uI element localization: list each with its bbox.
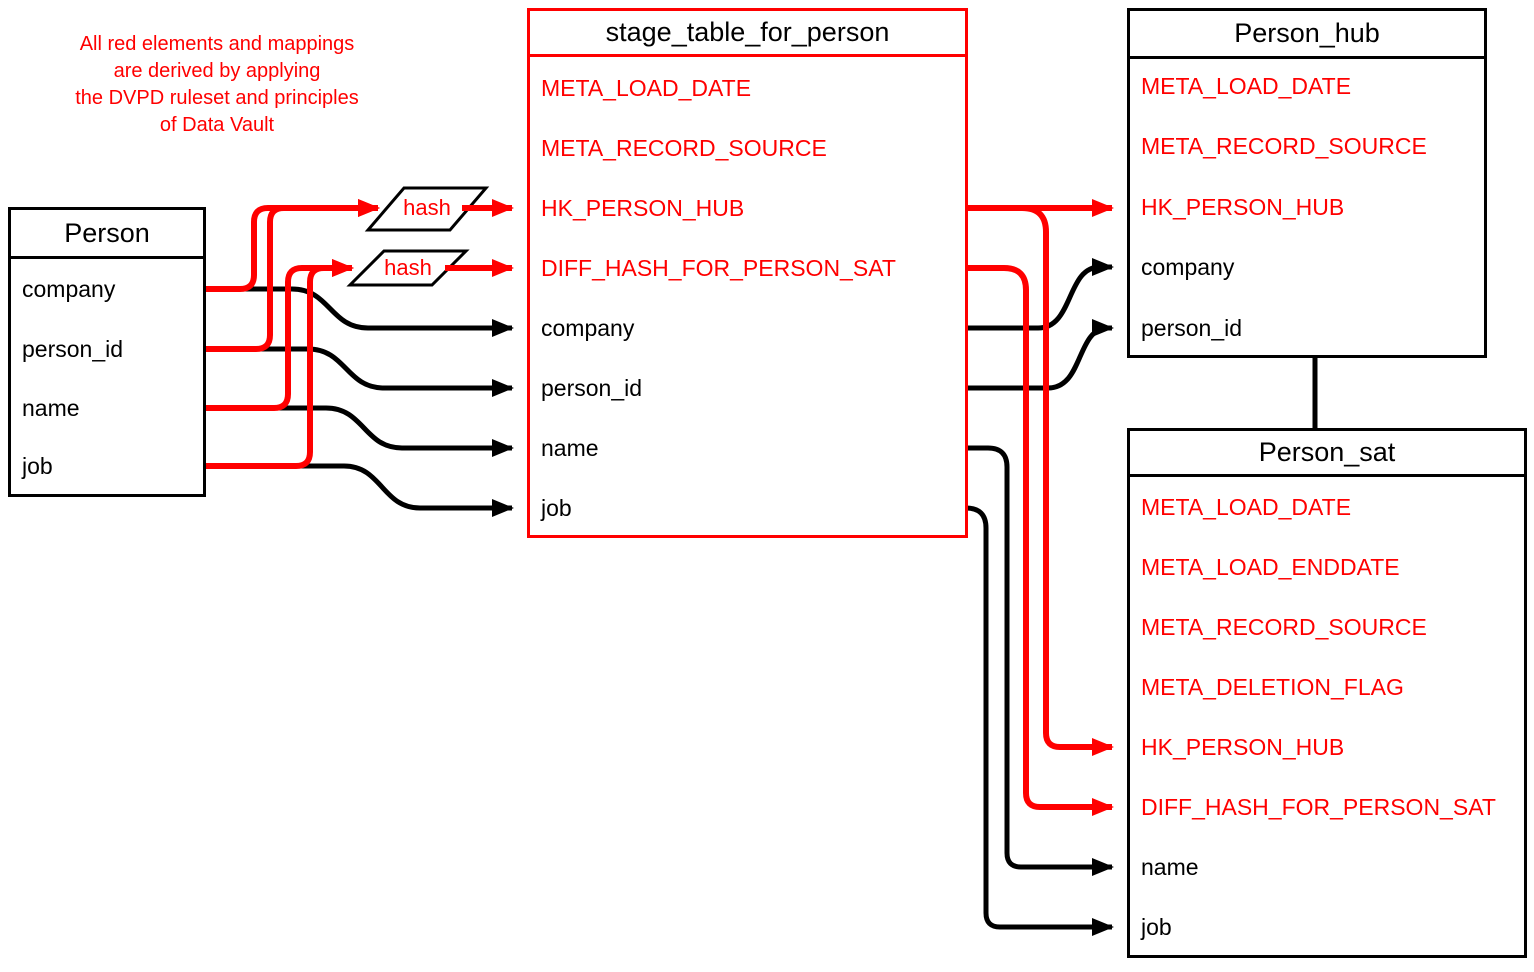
sat-field-name: name (1141, 854, 1199, 880)
mapping-stage-personid-to-hub-personid (966, 319, 1114, 391)
mapping-person-name-to-stage-name (204, 405, 514, 457)
mapping-person-personid-to-stage-personid (204, 346, 514, 397)
sat-field-job: job (1141, 914, 1172, 940)
stage-field-job: job (541, 495, 572, 521)
person-hub-table-title: Person_hub (1130, 11, 1484, 59)
stage-field-diff-hash: DIFF_HASH_FOR_PERSON_SAT (541, 255, 896, 281)
stage-field-meta-load-date: META_LOAD_DATE (541, 75, 752, 101)
hub-field-person-id: person_id (1141, 315, 1243, 341)
person-field-job: job (22, 453, 53, 479)
stage-field-hk-person-hub: HK_PERSON_HUB (541, 195, 745, 221)
stage-field-company: company (541, 315, 635, 341)
hubkey-hash-function-label: hash (403, 195, 451, 220)
sat-field-meta-record-source: META_RECORD_SOURCE (1141, 614, 1427, 640)
mapping-stage-diff-to-sat-diff (966, 265, 1114, 816)
sat-field-meta-deletion-flag: META_DELETION_FLAG (1141, 674, 1404, 700)
person-sat-table: Person_sat META_LOAD_DATE META_LOAD_ENDD… (1127, 428, 1527, 958)
hub-field-hk-person-hub: HK_PERSON_HUB (1141, 194, 1345, 220)
hub-field-meta-record-source: META_RECORD_SOURCE (1141, 133, 1427, 159)
person-field-company: company (22, 276, 116, 302)
hubkey-hash-function-shape (364, 186, 490, 232)
person-sat-table-title: Person_sat (1130, 431, 1524, 477)
hub-field-meta-load-date: META_LOAD_DATE (1141, 73, 1352, 99)
mapping-stage-job-to-sat-job (965, 505, 1114, 936)
hub-field-company: company (1141, 254, 1235, 280)
stage-table-title: stage_table_for_person (530, 11, 965, 57)
mapping-person-company-to-hubkey-hash (204, 199, 380, 292)
sat-field-meta-load-enddate: META_LOAD_ENDDATE (1141, 554, 1400, 580)
stage-field-meta-record-source: META_RECORD_SOURCE (541, 135, 827, 161)
diff-hash-function-label: hash (384, 255, 432, 280)
stage-field-person-id: person_id (541, 375, 643, 401)
mapping-stage-name-to-sat-name (966, 445, 1114, 876)
stage-field-name: name (541, 435, 599, 461)
mapping-person-name-to-diff-hash (204, 259, 354, 411)
derived-elements-note: All red elements and mappings are derive… (75, 33, 359, 136)
person-field-name: name (22, 395, 80, 421)
mapping-person-personid-to-hubkey-hash (204, 199, 380, 352)
person-table: Person company person_id name job (8, 207, 206, 497)
stage-table: stage_table_for_person META_LOAD_DATE ME… (527, 8, 968, 538)
diff-hash-function-shape (346, 249, 470, 287)
person-field-person-id: person_id (22, 336, 124, 362)
sat-field-meta-load-date: META_LOAD_DATE (1141, 494, 1352, 520)
mapping-person-job-to-diff-hash (204, 259, 354, 469)
sat-field-diff-hash: DIFF_HASH_FOR_PERSON_SAT (1141, 794, 1496, 820)
mapping-stage-hk-to-sat-hk (1021, 205, 1114, 756)
sat-field-hk-person-hub: HK_PERSON_HUB (1141, 734, 1345, 760)
person-hub-table: Person_hub META_LOAD_DATE META_RECORD_SO… (1127, 8, 1487, 358)
mapping-person-job-to-stage-job (204, 463, 514, 517)
mapping-stage-company-to-hub-company (966, 258, 1114, 331)
person-table-title: Person (11, 210, 203, 259)
mapping-person-company-to-stage-company (204, 286, 514, 337)
